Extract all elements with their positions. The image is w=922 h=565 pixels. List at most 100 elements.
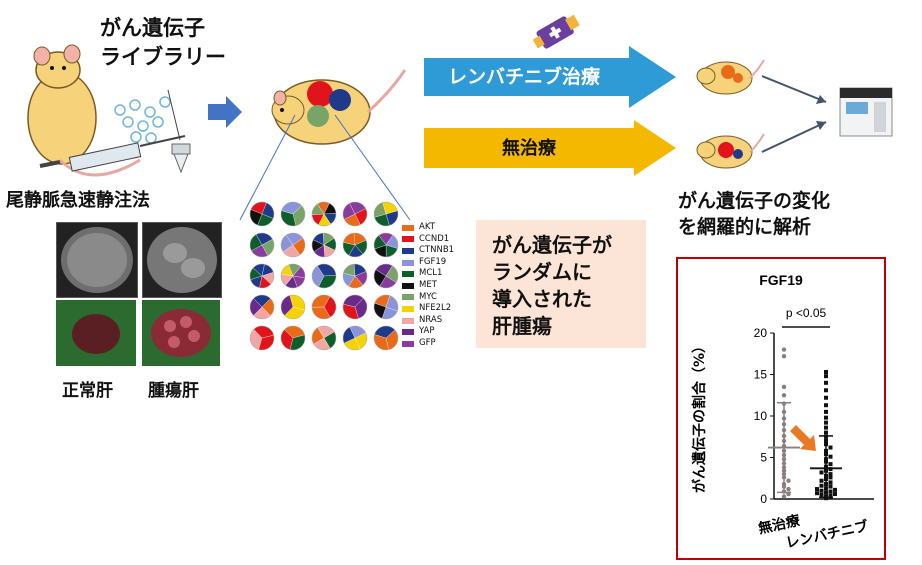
tumor-pie xyxy=(249,263,275,289)
tumor-pie xyxy=(249,232,275,258)
data-point xyxy=(828,472,833,477)
tumor-pie xyxy=(280,325,306,351)
y-tick-label: 15 xyxy=(754,368,768,382)
normal-liver-micro-image xyxy=(56,222,138,298)
data-point xyxy=(815,491,819,496)
tumor-pie xyxy=(373,325,399,351)
tumor-pie xyxy=(373,263,399,289)
legend-label: GFP xyxy=(419,337,436,348)
y-tick-label: 0 xyxy=(760,492,767,506)
y-tick-label: 5 xyxy=(760,451,767,465)
data-point xyxy=(828,475,833,480)
tumor-pie xyxy=(373,232,399,258)
control-arrow xyxy=(424,120,676,176)
legend-item: MCL1 xyxy=(402,268,454,280)
p-value-label: p <0.05 xyxy=(786,306,827,320)
legend-label: CCND1 xyxy=(419,233,450,244)
data-point xyxy=(828,484,833,489)
data-point xyxy=(819,478,824,483)
legend-item: CCND1 xyxy=(402,234,454,246)
data-point xyxy=(819,483,824,488)
data-point xyxy=(828,480,833,485)
legend-swatch xyxy=(402,271,414,278)
data-point xyxy=(819,488,824,493)
treatment-arrow xyxy=(424,46,676,108)
summary-box xyxy=(476,220,646,348)
tumor-pie xyxy=(311,232,337,258)
tumor-liver-photo xyxy=(142,300,220,366)
data-point xyxy=(824,430,828,435)
legend-swatch xyxy=(402,282,414,289)
legend-label: YAP xyxy=(419,326,435,337)
data-point xyxy=(824,425,828,430)
legend-swatch xyxy=(402,340,414,347)
data-point xyxy=(824,415,828,420)
data-point xyxy=(815,487,819,492)
zoom-lines xyxy=(239,114,411,221)
y-tick-label: 10 xyxy=(754,409,768,423)
y-tick-label: 20 xyxy=(754,326,768,340)
legend-label: CTNNB1 xyxy=(419,245,455,256)
chart-title: FGF19 xyxy=(759,272,803,288)
data-point xyxy=(786,478,791,483)
mouse-injection-illustration xyxy=(27,44,191,177)
decrease-arrow-icon xyxy=(790,425,816,451)
data-point xyxy=(824,374,828,379)
tumor-pie xyxy=(280,294,306,320)
legend-item: GFP xyxy=(402,338,454,350)
legend-label: MYC xyxy=(419,291,437,302)
data-point xyxy=(781,354,787,359)
legend-swatch xyxy=(402,294,414,301)
legend-swatch xyxy=(402,329,414,336)
data-point xyxy=(828,445,833,450)
tumor-pie xyxy=(280,232,306,258)
tumor-pie xyxy=(280,201,306,227)
tumor-pie xyxy=(342,232,368,258)
tumor-gene-pie-grid xyxy=(249,201,399,351)
data-point xyxy=(828,493,833,498)
library-particles xyxy=(114,96,171,144)
tumor-pie xyxy=(280,263,306,289)
data-point xyxy=(824,420,828,425)
legend-label: MCL1 xyxy=(419,268,443,279)
tumor-liver-micro-image xyxy=(142,222,222,298)
data-point xyxy=(824,395,828,400)
legend-label: NRAS xyxy=(419,314,443,325)
tumor-pie xyxy=(249,294,275,320)
legend-item: YAP xyxy=(402,326,454,338)
tumor-pie xyxy=(249,201,275,227)
data-point xyxy=(824,370,828,375)
data-point xyxy=(833,487,837,492)
tumor-pie xyxy=(373,294,399,320)
data-point xyxy=(819,470,824,475)
tumor-pie xyxy=(342,294,368,320)
tumor-pie xyxy=(342,201,368,227)
legend-label: MET xyxy=(419,279,437,290)
legend-item: FGF19 xyxy=(402,257,454,269)
tube-icon xyxy=(171,143,191,174)
legend-item: AKT xyxy=(402,222,454,234)
legend-label: NFE2L2 xyxy=(419,303,452,314)
legend-label: FGF19 xyxy=(419,256,447,267)
data-point xyxy=(781,384,787,390)
untreated-mouse-icon xyxy=(696,133,765,169)
data-point xyxy=(781,494,787,499)
tumor-pie xyxy=(311,325,337,351)
treated-mouse-icon xyxy=(696,59,765,95)
legend-swatch xyxy=(402,236,414,243)
legend-swatch xyxy=(402,247,414,254)
data-point xyxy=(824,403,828,408)
legend-swatch xyxy=(402,259,414,266)
control-label: 無治療 xyxy=(502,138,556,159)
series-group xyxy=(810,370,842,501)
library-title: がん遺伝子 ライブラリー xyxy=(100,16,226,69)
tumor-mouse-illustration xyxy=(271,69,407,145)
data-point xyxy=(824,409,828,414)
tumor-pie xyxy=(311,263,337,289)
legend-item: CTNNB1 xyxy=(402,245,454,257)
analysis-arrows xyxy=(761,75,827,153)
data-point xyxy=(781,347,787,352)
tumor-pie xyxy=(249,325,275,351)
data-point xyxy=(824,380,828,385)
